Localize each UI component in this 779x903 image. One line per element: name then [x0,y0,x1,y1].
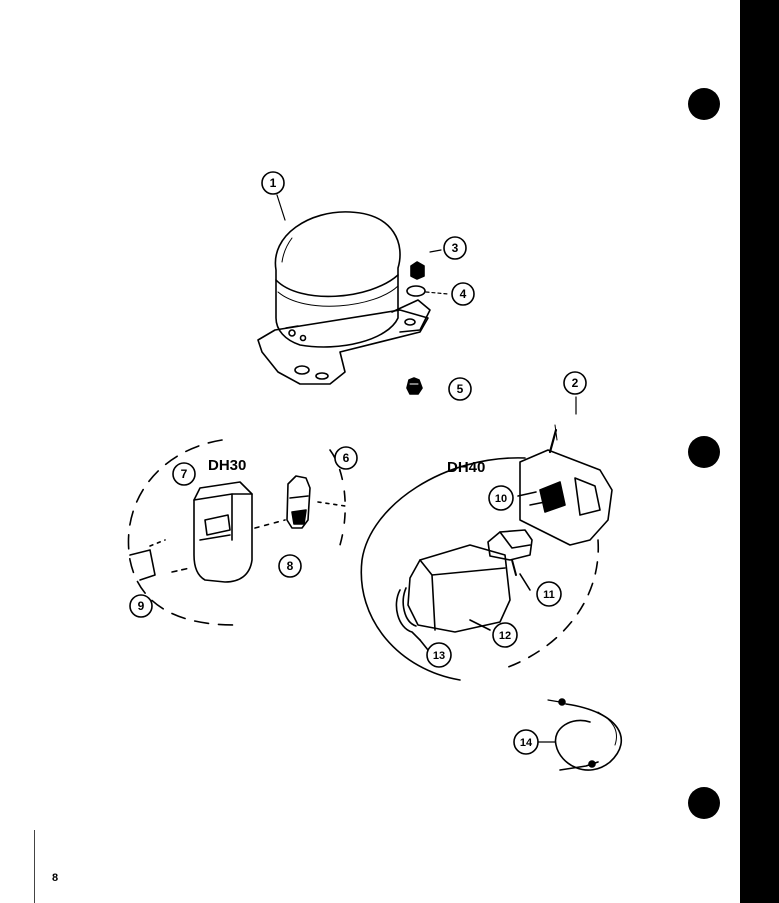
spring-clip-drawing [406,377,423,395]
callout-label: 14 [520,737,533,749]
callout-label: 8 [287,559,294,573]
callout-label: 5 [457,382,464,396]
compressor-drawing [257,211,431,385]
binder-edge-bar [740,0,779,903]
group-label-dh40: DH40 [447,459,485,476]
callout-label: 10 [495,493,507,505]
callout-label: 4 [460,287,467,301]
callout-bubbles [129,171,587,755]
margin-rule [34,830,35,903]
callout-label: 2 [572,376,579,390]
callout-label: 11 [543,589,555,601]
dh40-group [360,424,613,681]
callout-label: 13 [433,650,445,662]
binder-hole-icon [688,787,720,819]
callout-label: 6 [343,451,350,465]
callout-label: 1 [270,176,277,190]
binder-hole-icon [688,88,720,120]
page-number: 8 [52,872,59,884]
group-label-dh30: DH30 [208,457,246,474]
grommet-drawing [406,261,426,297]
binder-hole-icon [688,436,720,468]
power-cord-drawing [547,698,622,771]
callout-label: 7 [181,467,188,481]
callout-label: 3 [452,241,459,255]
callout-label: 9 [138,599,145,613]
callout-label: 12 [499,630,511,642]
